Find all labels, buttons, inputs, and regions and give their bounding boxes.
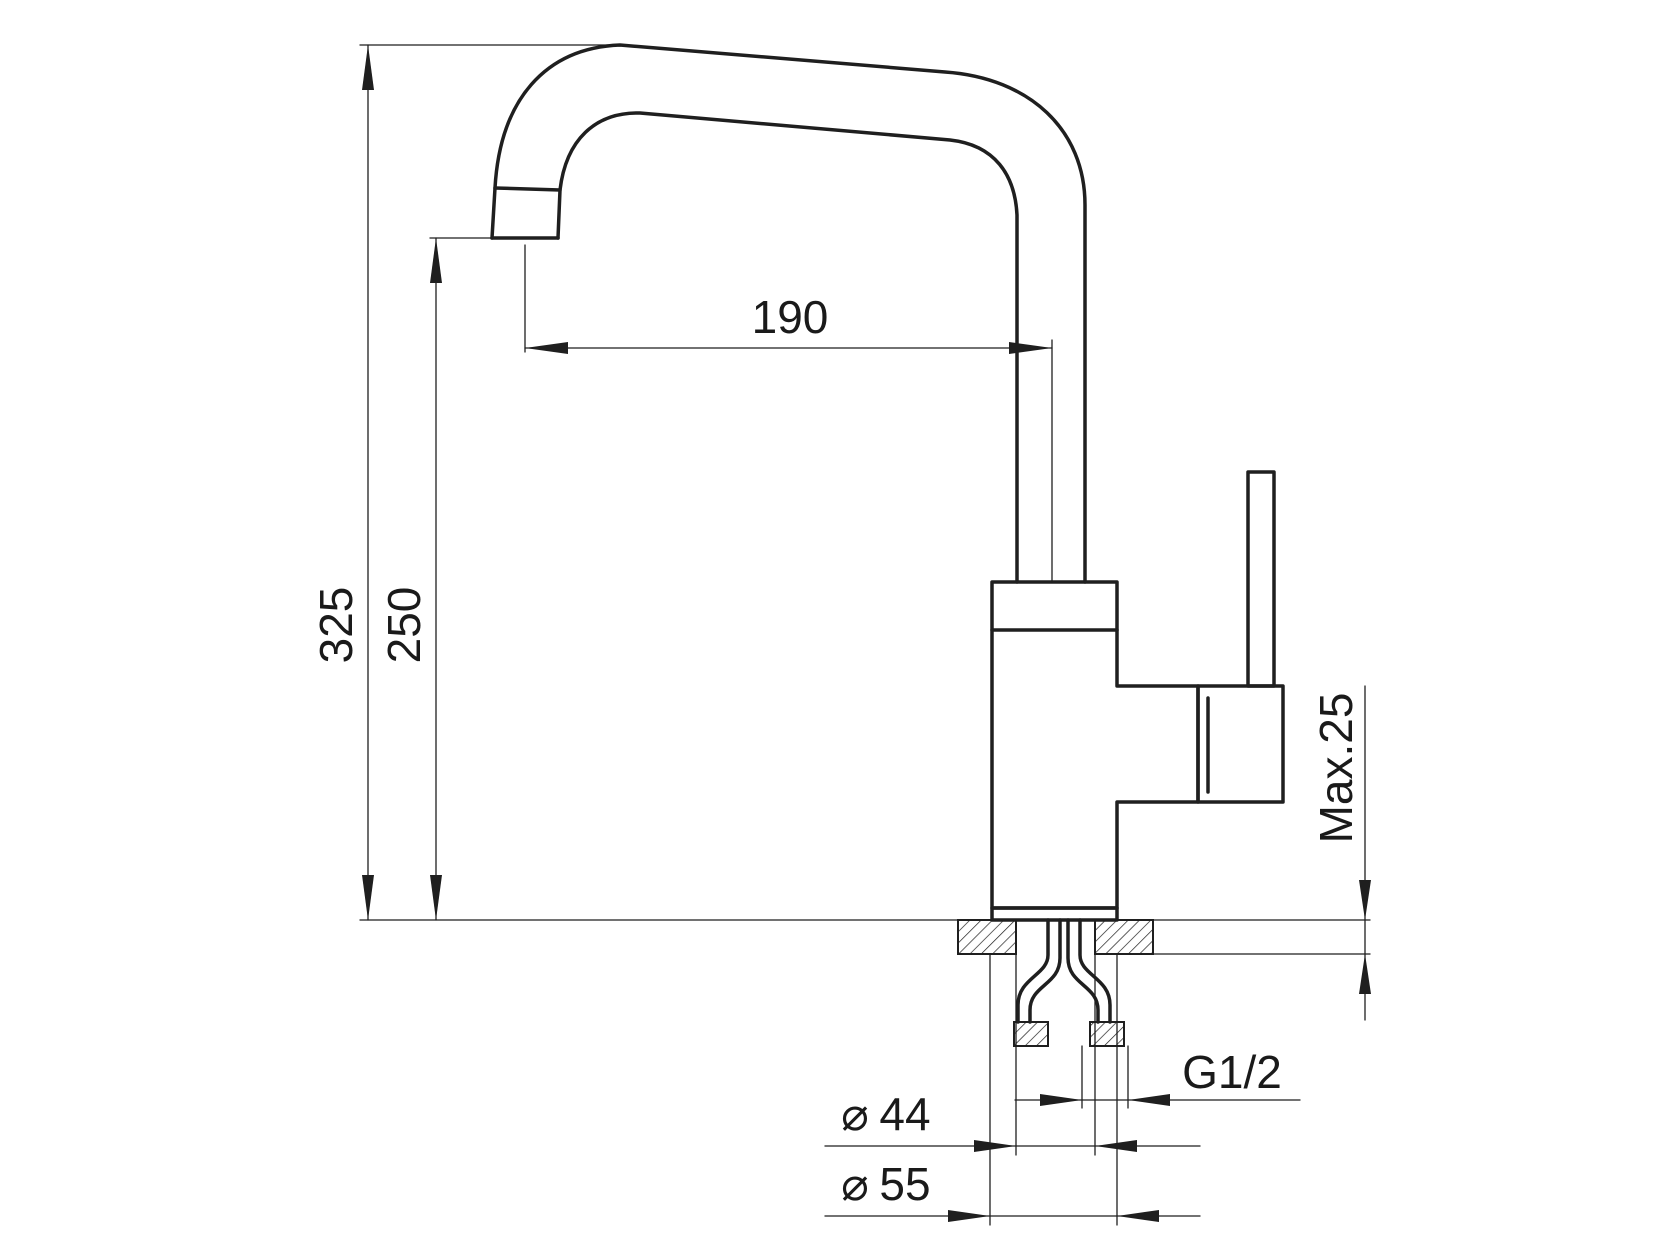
faucet-outline <box>490 43 1285 1047</box>
mixer-body <box>990 628 1200 910</box>
countertop-right <box>1094 919 1154 955</box>
cartridge-housing <box>1196 684 1285 804</box>
neck-collar <box>990 580 1119 632</box>
dimension-arrows <box>362 45 1371 1222</box>
dim-250-label: 250 <box>378 587 430 664</box>
countertop-left <box>957 919 1017 955</box>
hose-fitting-left <box>1013 1021 1049 1047</box>
dim-max25-label: Max.25 <box>1310 693 1362 844</box>
spout-outer-contour <box>490 43 1087 584</box>
dim-55-label: 55 <box>879 1158 930 1210</box>
lever-handle <box>1246 470 1276 688</box>
aerator-tip <box>490 186 562 240</box>
dim-44-label: 44 <box>879 1088 930 1140</box>
dim-325-label: 325 <box>310 587 362 664</box>
diameter-44-symbol: ⌀ <box>841 1088 869 1140</box>
spout-inner-contour <box>556 111 1019 584</box>
base-plate <box>990 906 1119 922</box>
hose-fitting-right <box>1089 1021 1125 1047</box>
dim-190-label: 190 <box>752 291 829 343</box>
supply-hose-left <box>1016 918 1062 1024</box>
diameter-55-symbol: ⌀ <box>841 1158 869 1210</box>
dim-g12-label: G1/2 <box>1182 1046 1282 1098</box>
